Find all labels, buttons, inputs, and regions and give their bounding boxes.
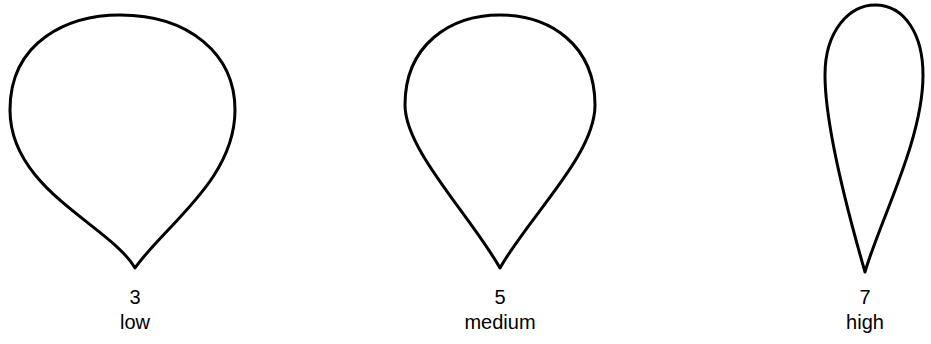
petal-outline [825,5,923,272]
score-number: 7 [859,285,870,309]
petal-outline [405,15,595,268]
petal-outline [10,15,235,268]
level-label: low [120,310,150,334]
score-number: 3 [129,285,140,309]
score-number: 5 [494,285,505,309]
level-label: high [846,310,884,334]
level-label: medium [464,310,535,334]
